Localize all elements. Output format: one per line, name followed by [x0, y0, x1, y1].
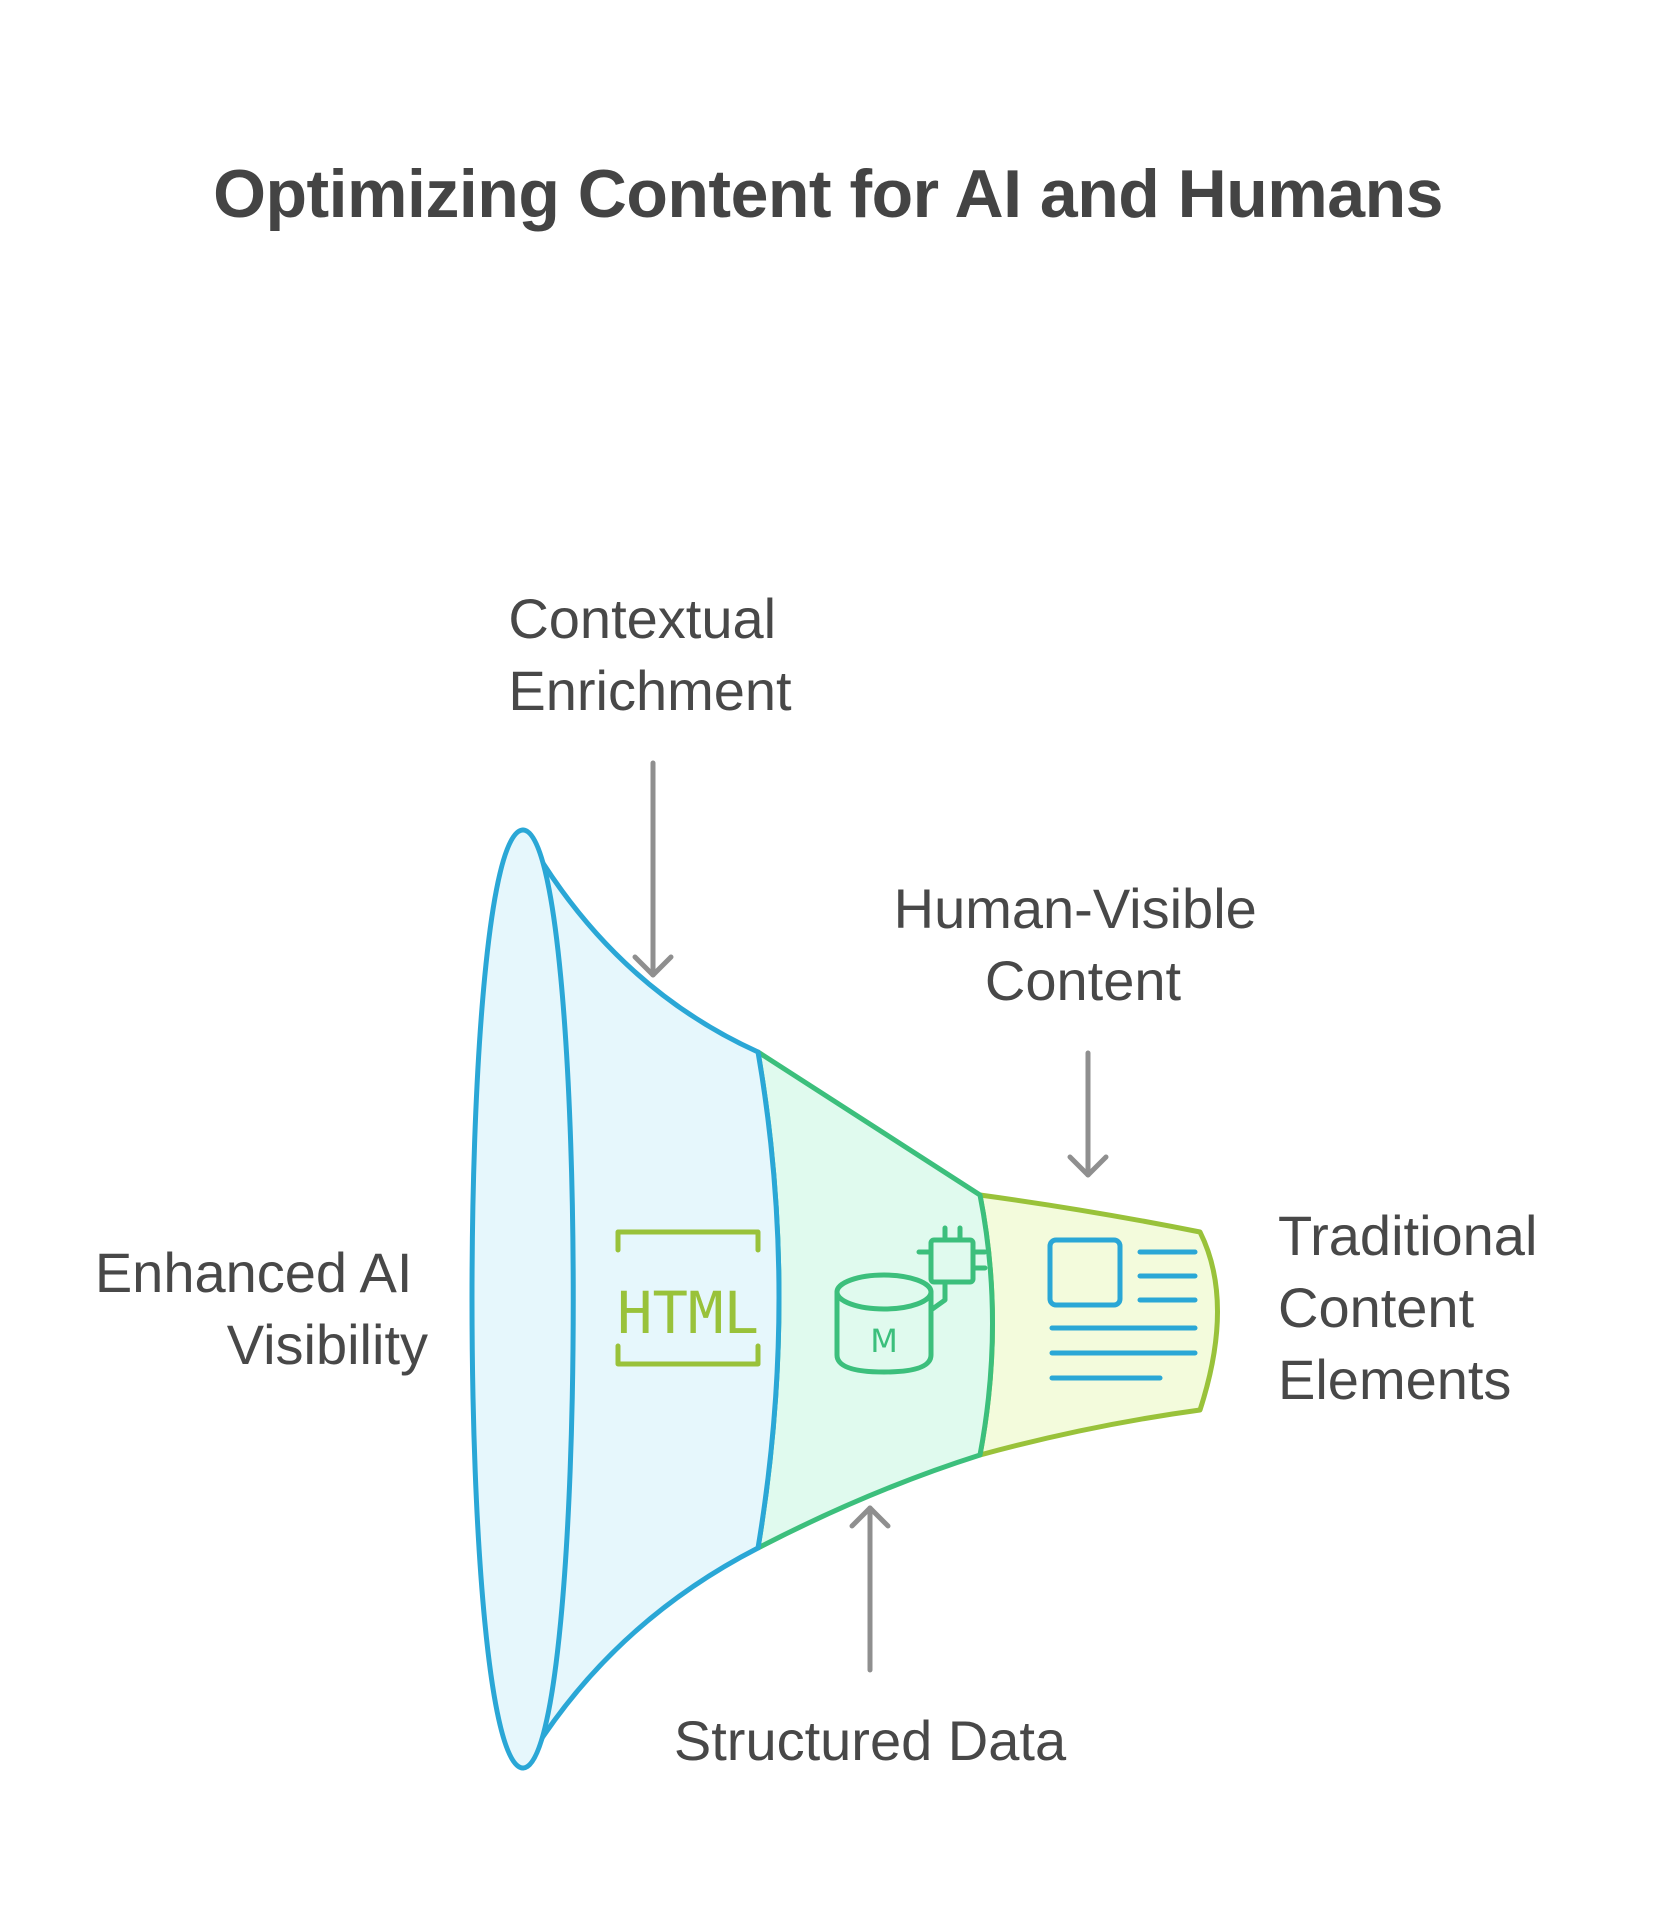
html-icon: HTML	[615, 1229, 761, 1367]
label-human-visible-content: Human-Visible Content	[894, 877, 1273, 1012]
label-contextual-enrichment-line2: Enrichment	[508, 659, 792, 722]
arrow-structured-data	[849, 1505, 891, 1673]
funnel-opening-rim	[469, 827, 576, 1771]
chip-icon	[928, 1237, 976, 1285]
label-enhanced-ai-visibility: Enhanced AI Visibility	[95, 1241, 428, 1376]
arrow-contextual-enrichment	[632, 760, 674, 978]
document-icon	[1047, 1237, 1198, 1381]
label-contextual-enrichment: Contextual Enrichment	[508, 587, 792, 722]
arrow-human-visible-content	[1067, 1050, 1109, 1178]
page-title: Optimizing Content for AI and Humans	[213, 156, 1443, 232]
label-enhanced-ai-visibility-line2: Visibility	[227, 1313, 428, 1376]
label-traditional-content-elements-line3: Elements	[1278, 1348, 1511, 1411]
label-traditional-content-elements-line1: Traditional	[1278, 1204, 1537, 1267]
label-traditional-content-elements: Traditional Content Elements	[1278, 1204, 1553, 1411]
funnel-segment-lime	[977, 1192, 1220, 1458]
database-chip-icon: M	[834, 1225, 988, 1375]
label-enhanced-ai-visibility-line1: Enhanced AI	[95, 1241, 413, 1304]
html-icon-label: HTML	[617, 1279, 759, 1347]
label-structured-data: Structured Data	[674, 1709, 1067, 1772]
funnel-segment-green	[755, 1049, 995, 1551]
label-human-visible-content-line2: Content	[985, 949, 1182, 1012]
label-traditional-content-elements-line2: Content	[1278, 1276, 1475, 1339]
label-human-visible-content-line1: Human-Visible	[894, 877, 1257, 940]
label-contextual-enrichment-line1: Contextual	[508, 587, 776, 650]
database-icon-label: M	[870, 1322, 898, 1360]
